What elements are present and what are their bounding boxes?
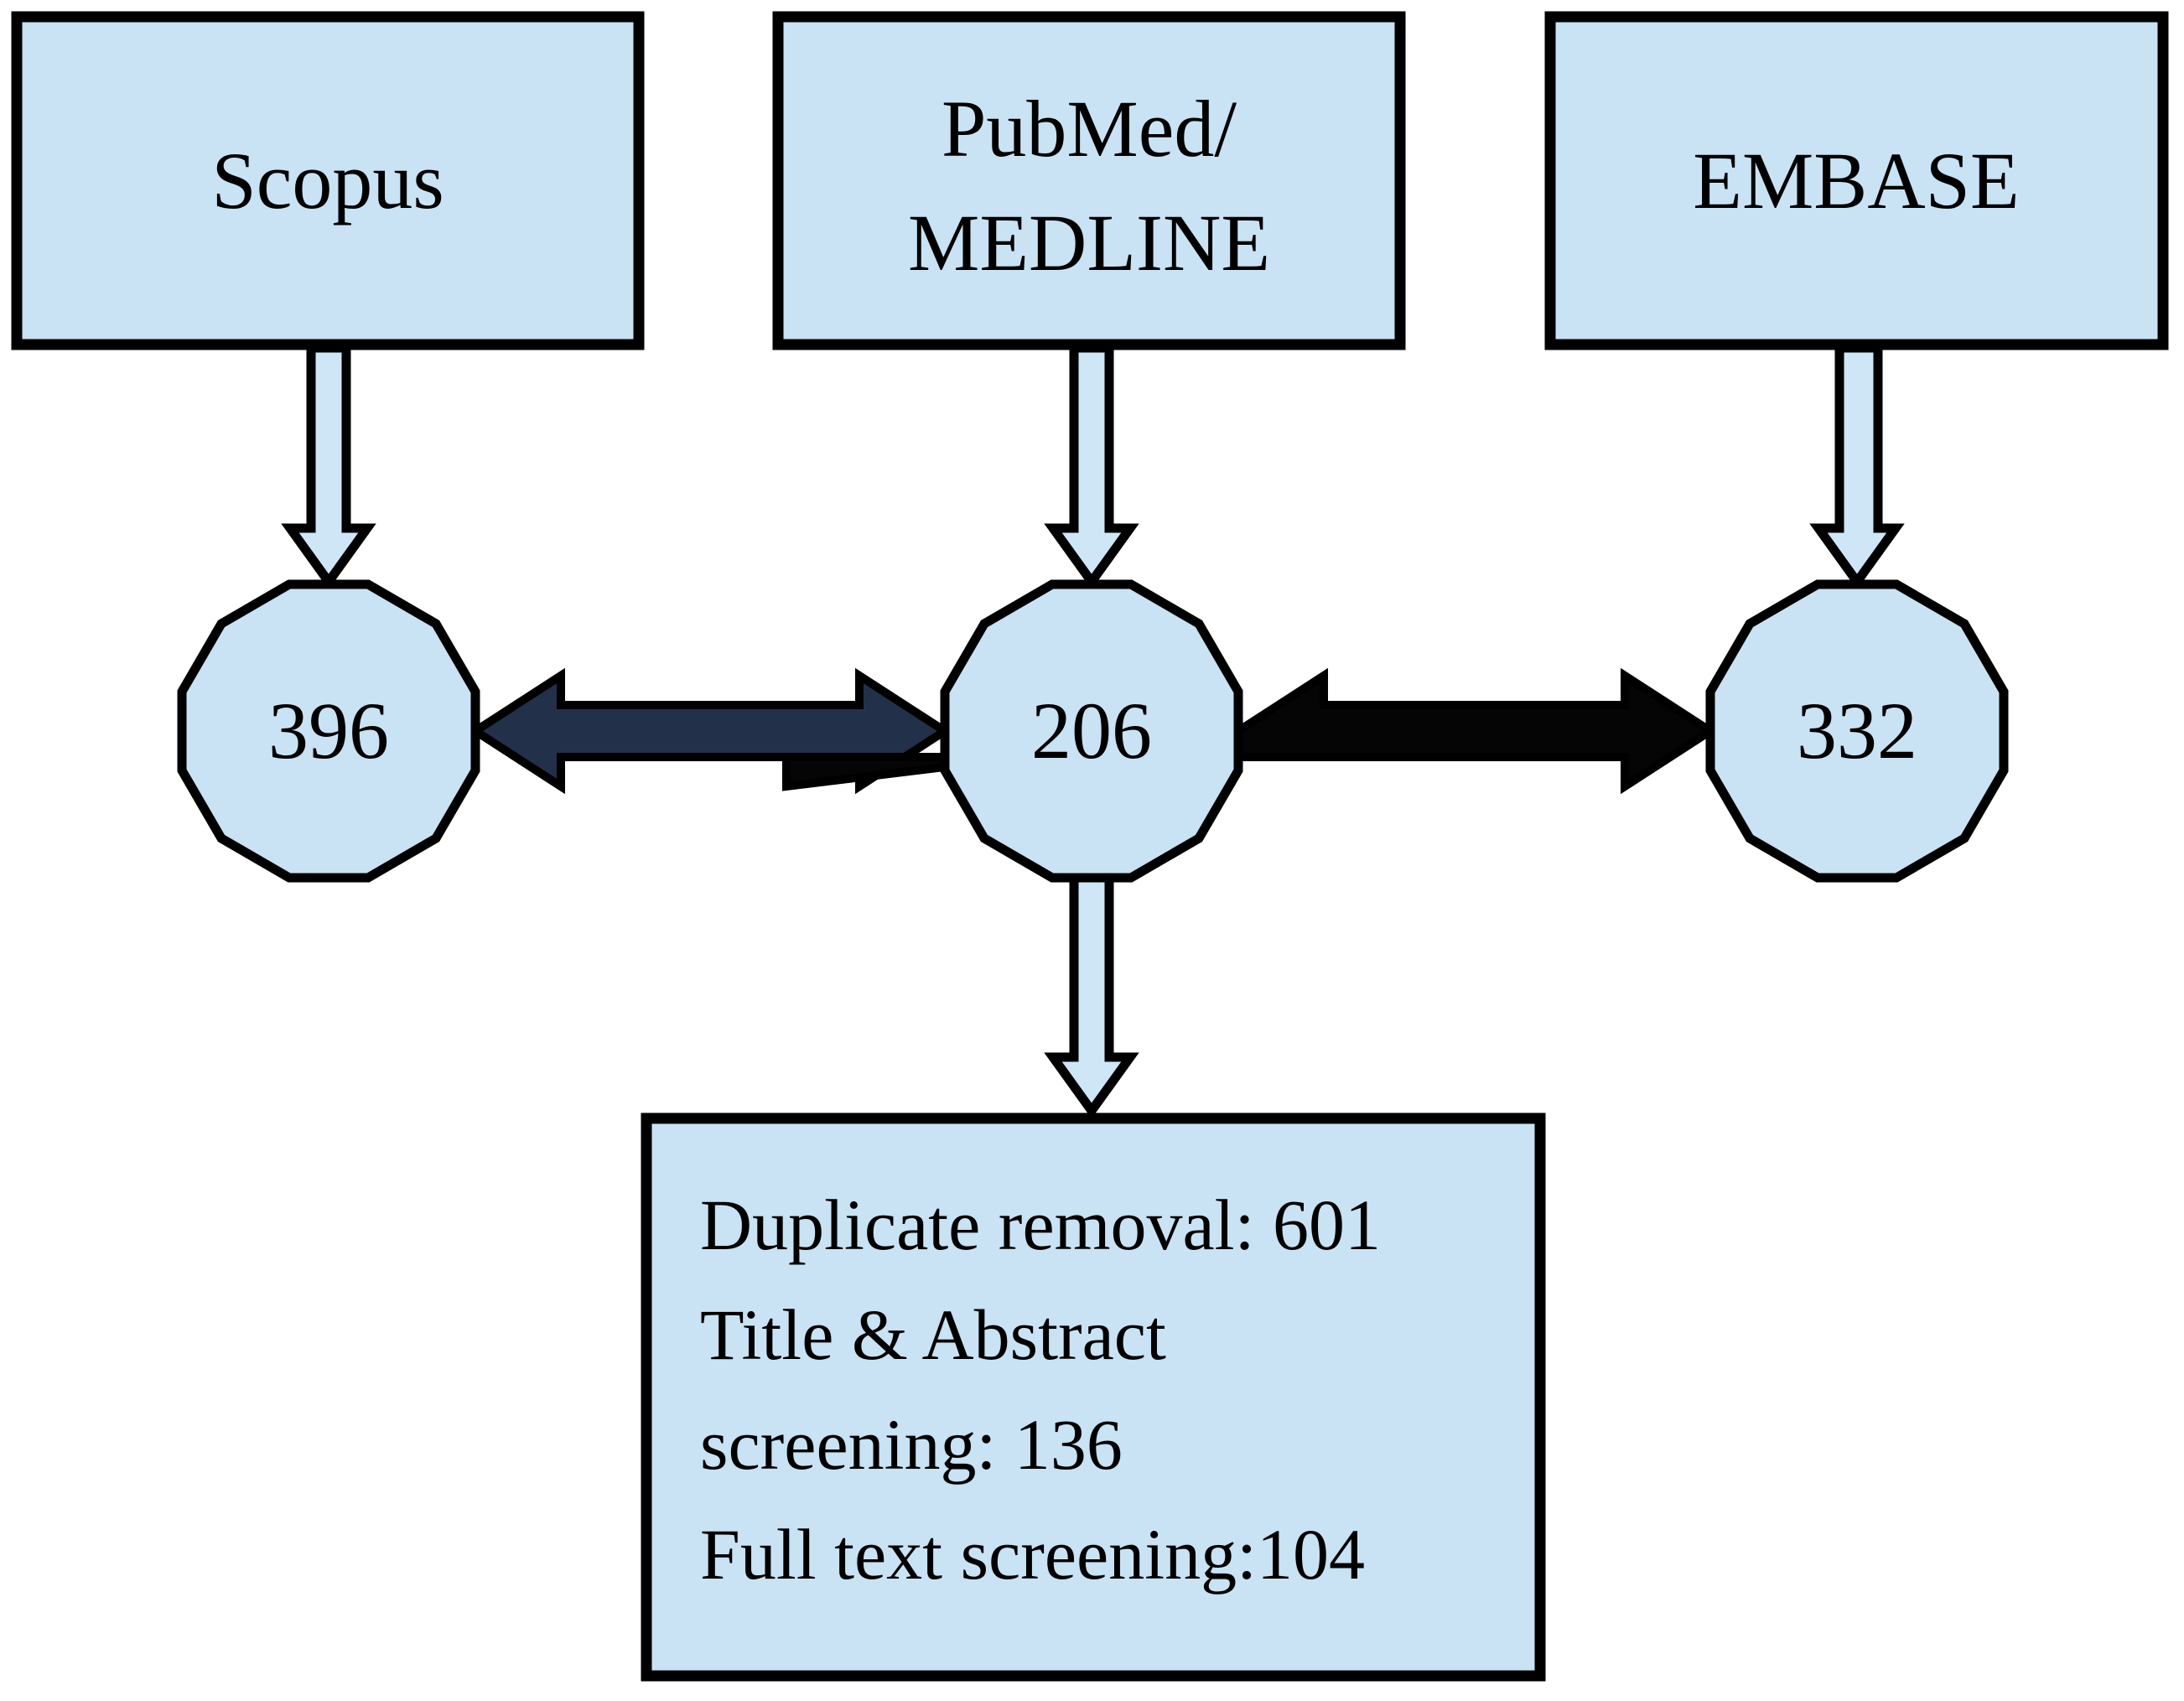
scopus-label: Scopus [211, 136, 444, 226]
screening-line-full-text: Full text screening:104 [700, 1514, 1365, 1595]
pubmed-medline-box [772, 11, 1406, 350]
scopus-count-polygon [177, 579, 480, 883]
scopus-count: 396 [268, 686, 389, 775]
screening-line-title-abstract: Title & Abstract [700, 1294, 1166, 1375]
pubmed-label-line2: MEDLINE [908, 198, 1270, 288]
arrow-count-to-screening [1044, 871, 1139, 1119]
double-arrow-pubmed-embase [782, 667, 1719, 795]
embase-count: 332 [1797, 686, 1917, 775]
screening-summary-box [641, 1112, 1546, 1682]
screening-line-duplicate-removal: Duplicate removal: 601 [700, 1185, 1381, 1265]
embase-box [1544, 11, 2169, 350]
arrow-embase-to-count [1809, 343, 1905, 590]
embase-count-polygon [1705, 579, 2009, 883]
screening-line-screening-count: screening: 136 [700, 1404, 1123, 1485]
arrow-scopus-to-count [281, 343, 376, 590]
pubmed-label-line1: PubMed/ [942, 84, 1237, 174]
pubmed-count: 206 [1031, 686, 1152, 775]
pubmed-count-polygon [940, 579, 1243, 883]
embase-label: EMBASE [1693, 136, 2019, 226]
arrow-pubmed-to-count [1044, 343, 1139, 590]
scopus-box [11, 11, 645, 350]
